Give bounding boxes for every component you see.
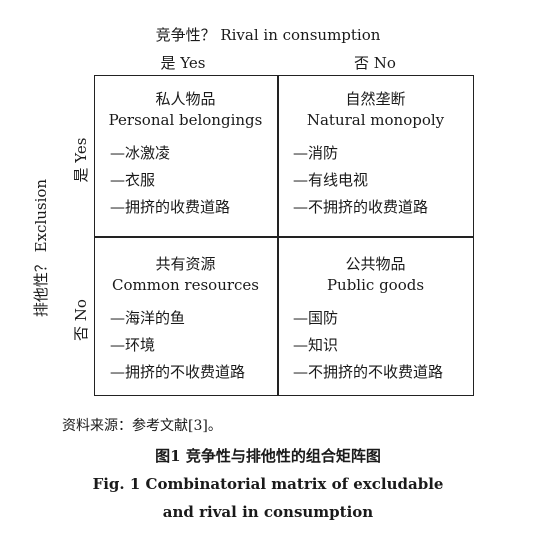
row-header-yes: 是 Yes [72, 137, 90, 183]
example-item: —不拥挤的收费道路 [293, 198, 429, 216]
column-header-yes: 是 Yes [160, 54, 206, 72]
column-header-no: 否 No [354, 54, 396, 72]
cell-common-resources: 共有资源 Common resources —海洋的鱼 —环境 —拥挤的不收费道… [94, 253, 277, 389]
cell-title-en: Natural monopoly [306, 111, 445, 129]
cell-title-en: Public goods [326, 276, 425, 294]
example-item: —知识 [293, 336, 339, 354]
cell-title-en: Personal belongings [108, 111, 263, 129]
cell-title-cn: 公共物品 [345, 255, 406, 273]
example-item: —国防 [293, 309, 339, 327]
example-item: —环境 [110, 336, 156, 354]
example-item: —冰激凌 [110, 144, 171, 162]
matrix-horizontal-divider [94, 236, 474, 238]
example-item: —消防 [293, 144, 339, 162]
cell-title-en: Common resources [112, 276, 259, 294]
matrix-frame [94, 75, 474, 396]
source-note: 资料来源：参考文献[3]。 [62, 418, 222, 434]
cell-private-goods: 私人物品 Personal belongings —冰激凌 —衣服 —拥挤的收费… [94, 88, 277, 224]
cell-public-goods: 公共物品 Public goods —国防 —知识 —不拥挤的不收费道路 [277, 253, 474, 389]
cell-examples: —冰激凌 —衣服 —拥挤的收费道路 [110, 143, 277, 217]
cell-natural-monopoly: 自然垄断 Natural monopoly —消防 —有线电视 —不拥挤的收费道… [277, 88, 474, 224]
cell-title-cn: 私人物品 [155, 90, 216, 108]
example-item: —有线电视 [293, 171, 369, 189]
exclusion-axis-title: 排他性？ Exclusion [32, 178, 50, 318]
figure-caption-en-line2: and rival in consumption [162, 503, 374, 521]
cell-title-cn: 共有资源 [155, 255, 216, 273]
example-item: —不拥挤的不收费道路 [293, 363, 444, 381]
figure-caption-en-line1: Fig. 1 Combinatorial matrix of excludabl… [92, 475, 444, 493]
example-item: —衣服 [110, 171, 156, 189]
rival-axis-title: 竞争性？ Rival in consumption [155, 26, 381, 44]
cell-title-cn: 自然垄断 [345, 90, 406, 108]
matrix-vertical-divider [277, 75, 279, 396]
example-item: —海洋的鱼 [110, 309, 186, 327]
row-header-no: 否 No [72, 299, 90, 341]
example-item: —拥挤的不收费道路 [110, 363, 246, 381]
cell-examples: —消防 —有线电视 —不拥挤的收费道路 [293, 143, 474, 217]
example-item: —拥挤的收费道路 [110, 198, 231, 216]
cell-examples: —海洋的鱼 —环境 —拥挤的不收费道路 [110, 308, 277, 382]
figure-caption-cn: 图1 竞争性与排他性的组合矩阵图 [155, 447, 381, 465]
cell-examples: —国防 —知识 —不拥挤的不收费道路 [293, 308, 474, 382]
